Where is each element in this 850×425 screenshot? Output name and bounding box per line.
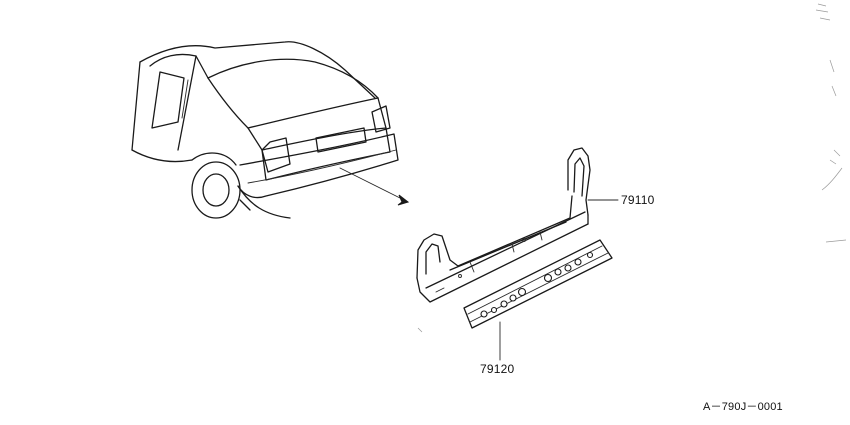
reinforcement-79120 [463,239,613,329]
scan-noise [417,3,847,333]
part-number-label-79120: 79120 [480,362,515,376]
drawing-code: A－790J－0001 [703,401,783,413]
rear-panel-79110 [416,147,591,303]
car-rear-illustration [131,41,410,219]
part-number-label-79110: 79110 [621,193,655,207]
